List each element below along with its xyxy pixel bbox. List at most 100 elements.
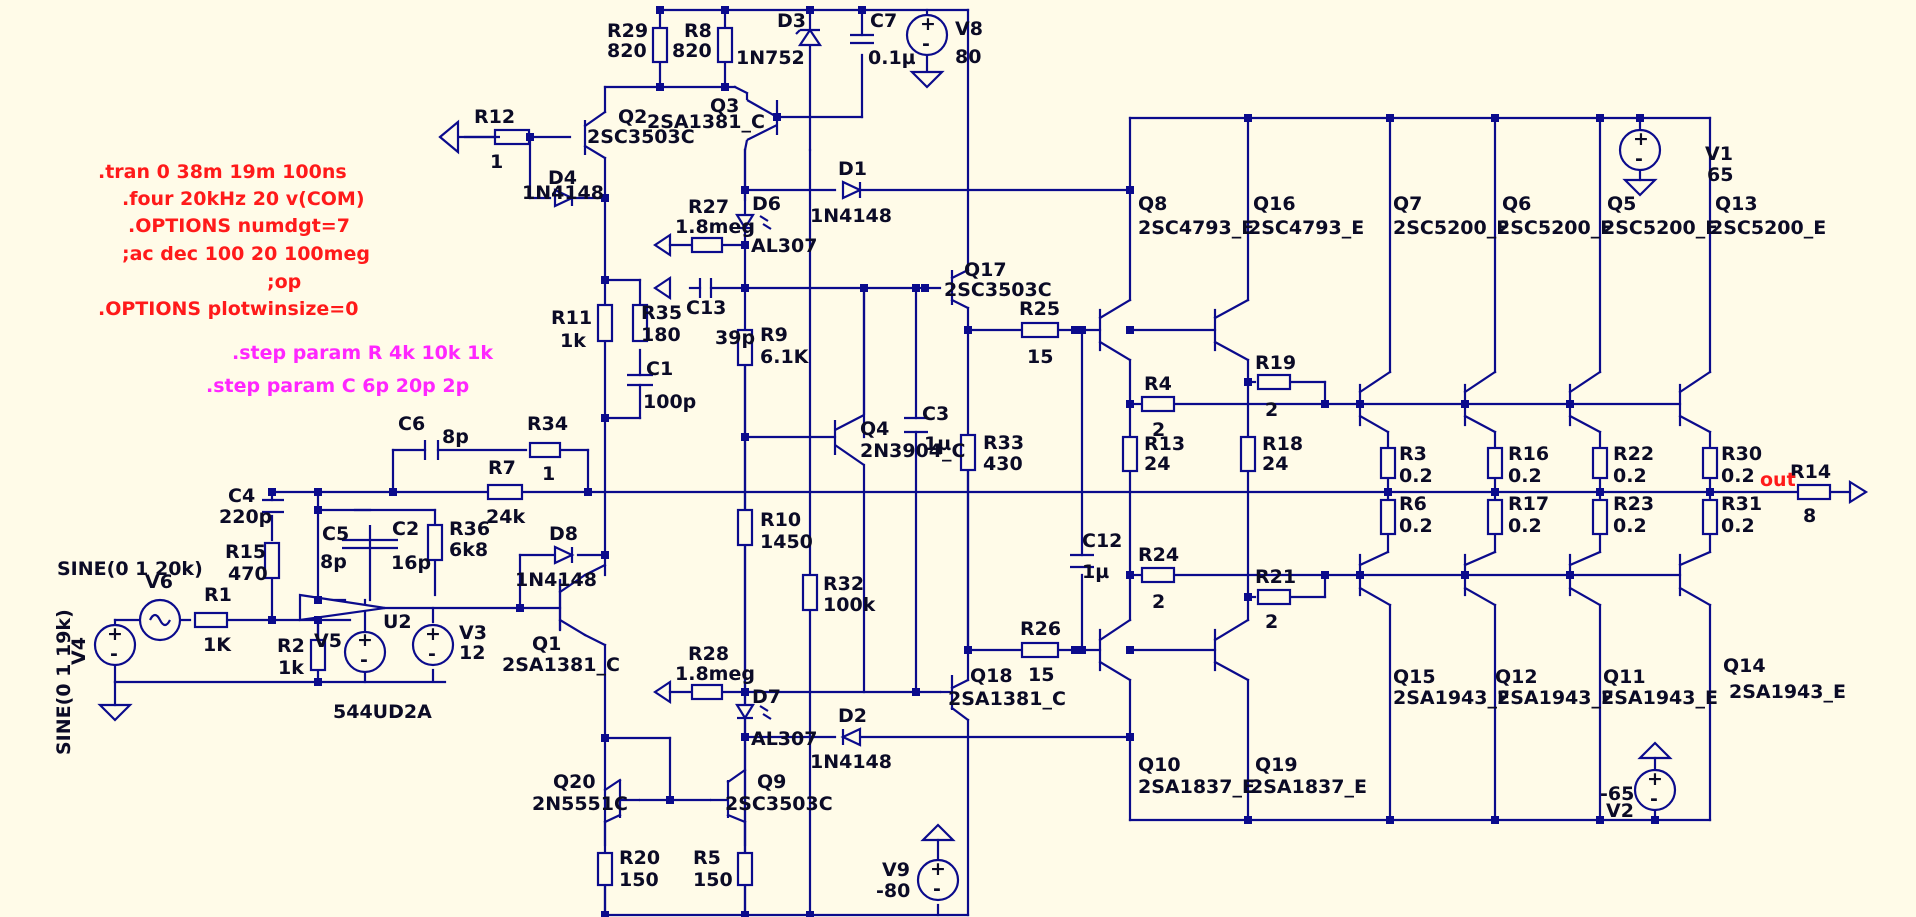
label-q15v: 2SA1943_E [1393, 687, 1510, 709]
label-r8v: 820 [672, 40, 712, 62]
label-d6: D6 [752, 193, 781, 215]
label-c5: C5 [322, 523, 349, 545]
label-r23v: 0.2 [1613, 515, 1647, 537]
label-r5: R5 [693, 847, 721, 869]
label-q1v: 2SA1381_C [502, 654, 620, 676]
label-v3: V3 [459, 622, 487, 644]
label-v6: V6 [145, 571, 173, 593]
label-r36v: 6k8 [449, 539, 488, 561]
label-r1v: 1K [203, 634, 232, 656]
label-q14v: 2SA1943_E [1729, 681, 1846, 703]
label-q13v: 2SC5200_E [1710, 217, 1826, 239]
label-q9: Q9 [757, 771, 786, 793]
label-q20v: 2N5551C [532, 793, 628, 815]
label-d4: D4 [548, 167, 577, 189]
label-r27: R27 [688, 196, 729, 218]
label-q19: Q19 [1255, 754, 1298, 776]
label-r11v: 1k [560, 330, 586, 352]
label-d2v: 1N4148 [810, 751, 892, 773]
label-r14v: 8 [1803, 505, 1816, 527]
label-r22: R22 [1613, 443, 1654, 465]
label-q8: Q8 [1138, 193, 1167, 215]
label-d1: D1 [838, 158, 867, 180]
label-q14: Q14 [1723, 655, 1766, 677]
label-r23: R23 [1613, 493, 1654, 515]
label-r9: R9 [760, 324, 788, 346]
label-r11: R11 [551, 307, 592, 329]
label-c4v: 220p [219, 506, 272, 528]
label-q7v: 2SC5200_E [1393, 217, 1509, 239]
label-c6v: 8p [442, 426, 469, 448]
label-c1v: 100p [643, 391, 696, 413]
label-q16: Q16 [1253, 193, 1296, 215]
label-c7: C7 [870, 10, 897, 32]
label-r28: R28 [688, 643, 729, 665]
label-r3: R3 [1399, 443, 1427, 465]
label-r4: R4 [1144, 373, 1172, 395]
label-q7: Q7 [1393, 193, 1422, 215]
label-c13: C13 [686, 297, 726, 319]
label-v9v: -80 [876, 880, 910, 902]
label-r20: R20 [619, 847, 660, 869]
label-r29v: 820 [607, 40, 647, 62]
label-d8: D8 [549, 523, 578, 545]
label-u2: U2 [383, 611, 412, 633]
label-q4v: 2N3904_C [860, 440, 965, 462]
label-r21v: 2 [1265, 611, 1278, 633]
svg-text:-: - [933, 878, 941, 900]
label-r35: R35 [641, 302, 682, 324]
label-r10v: 1450 [760, 531, 813, 553]
svg-text:+: + [357, 629, 373, 651]
directive-5: .OPTIONS plotwinsize=0 [98, 298, 358, 320]
directive-0: .tran 0 38m 19m 100ns [98, 161, 347, 183]
label-r8: R8 [684, 20, 712, 42]
label-r15v: 470 [228, 563, 268, 585]
label-c5v: 8p [320, 551, 347, 573]
label-v6src: SINE(0 1 20k) [57, 558, 203, 580]
label-q9v: 2SC3503C [725, 793, 833, 815]
label-r28v: 1.8meg [675, 663, 755, 685]
label-r1: R1 [204, 584, 232, 606]
label-v5: V5 [314, 630, 342, 652]
label-v9: V9 [882, 859, 910, 881]
label-q3: Q3 [710, 95, 739, 117]
label-r16: R16 [1508, 443, 1549, 465]
label-q19v: 2SA1837_E [1250, 776, 1367, 798]
voltage-sources: +- +- +- +- +- +- +- [93, 13, 1677, 902]
step-directives: .step param R 4k 10k 1k.step param C 6p … [206, 342, 493, 397]
label-r19: R19 [1255, 352, 1296, 374]
svg-text:+: + [920, 13, 936, 35]
label-r19v: 2 [1265, 399, 1278, 421]
spice-directives: .tran 0 38m 19m 100ns.four 20kHz 20 v(CO… [98, 161, 370, 320]
label-r6: R6 [1399, 493, 1427, 515]
label-q3v: 2SA1381_C [647, 111, 765, 133]
label-q6v: 2SC5200_E [1497, 217, 1613, 239]
label-q8v: 2SC4793_E [1138, 217, 1254, 239]
net-label-out: out [1760, 469, 1796, 491]
label-r36: R36 [449, 518, 490, 540]
svg-text:+: + [1633, 128, 1649, 150]
label-c4: C4 [228, 485, 255, 507]
label-r20v: 150 [619, 869, 659, 891]
directive-3: ;ac dec 100 20 100meg [122, 243, 370, 265]
label-r32v: 100k [823, 594, 876, 616]
label-r10: R10 [760, 509, 801, 531]
label-d6v: AL307 [751, 235, 817, 257]
svg-text:+: + [1647, 768, 1663, 790]
label-q20: Q20 [553, 771, 596, 793]
label-r2v: 1k [278, 657, 304, 679]
label-r4v: 2 [1152, 419, 1165, 441]
v4-source: SINE(0 1 19k) [53, 609, 75, 755]
label-v3v: 12 [459, 642, 485, 664]
label-q16v: 2SC4793_E [1248, 217, 1364, 239]
label-r33v: 430 [983, 453, 1023, 475]
label-q5: Q5 [1607, 193, 1636, 215]
svg-text:-: - [428, 643, 436, 665]
capacitors [262, 33, 1094, 569]
label-q11v: 2SA1943_E [1601, 687, 1718, 709]
v4-name: V4 [68, 637, 90, 665]
label-q5v: 2SC5200_E [1602, 217, 1718, 239]
label-d1v: 1N4148 [810, 205, 892, 227]
label-r5v: 150 [693, 869, 733, 891]
